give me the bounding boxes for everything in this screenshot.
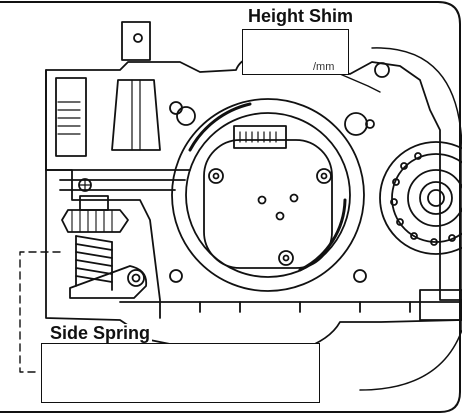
motor-outer xyxy=(171,98,365,292)
unit-label: /mm xyxy=(313,61,335,73)
post-cone xyxy=(111,79,161,151)
connector xyxy=(233,125,287,149)
post xyxy=(121,21,151,61)
left-block-inner xyxy=(55,77,87,157)
knurled-nut xyxy=(61,209,129,233)
side-spring-entry-box xyxy=(41,343,320,403)
rear-disk xyxy=(359,47,462,391)
side-spring-coils xyxy=(75,235,113,291)
height-shim-label: Height Shim xyxy=(246,6,356,26)
side-spring-leader xyxy=(19,251,61,373)
motor-body xyxy=(203,139,333,269)
rail xyxy=(45,169,191,191)
spring-lever xyxy=(69,265,148,299)
height-shim-leader xyxy=(339,73,381,93)
right-gear xyxy=(379,141,462,255)
motor-ring xyxy=(185,112,351,278)
side-spring-label: Side Spring xyxy=(48,323,153,343)
